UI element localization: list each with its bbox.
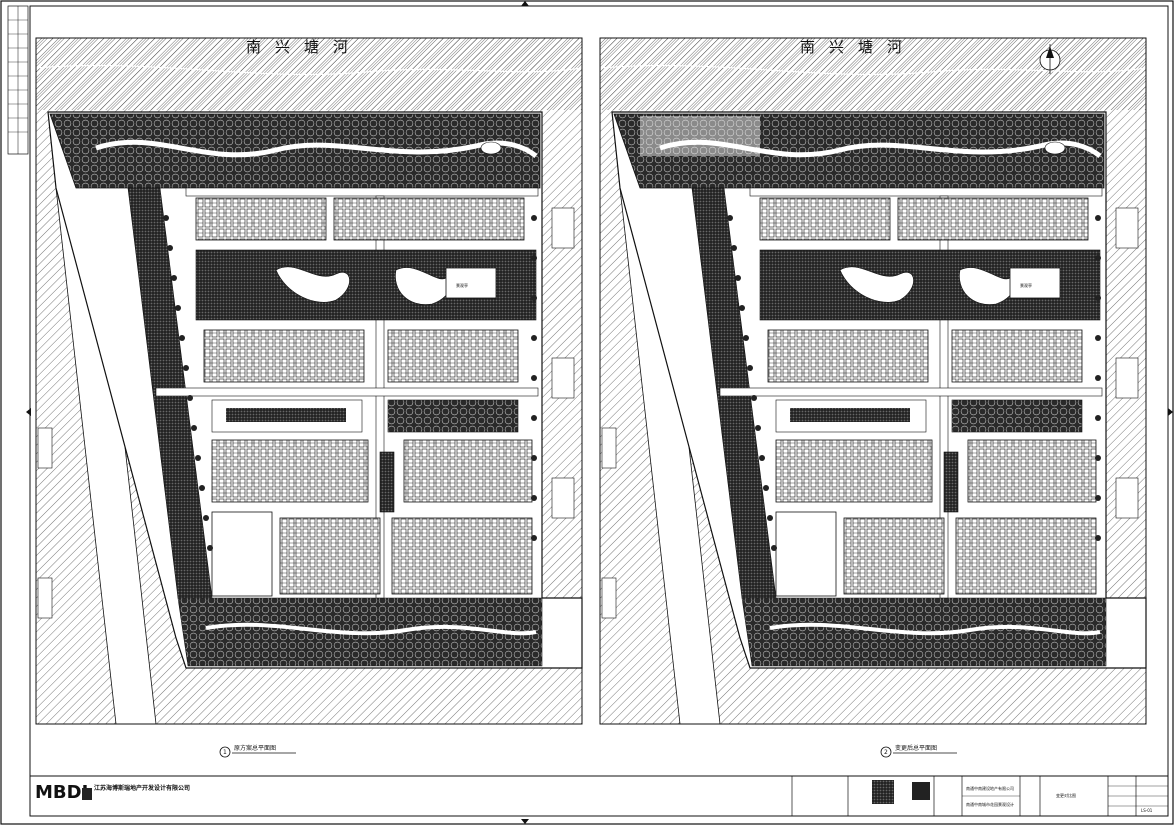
caption-revised: 2 变更后总平面图 xyxy=(880,744,957,758)
drawing-title: 变更对比图 xyxy=(1056,792,1076,798)
revision-strip xyxy=(7,5,29,155)
project-name: 南通中南建设地产有限公司 xyxy=(966,785,1014,791)
svg-text:MBDI: MBDI xyxy=(35,782,88,803)
river-label: 南兴塘河 xyxy=(246,38,362,56)
site-plan-original: 南兴塘河 景观亭 xyxy=(36,38,582,724)
company-name: 江苏海博斯瑞地产开发设计有限公司 xyxy=(94,784,190,792)
caption-text: 变更后总平面图 xyxy=(895,744,937,752)
north-arrow-icon xyxy=(1039,44,1061,74)
caption-number: 1 xyxy=(223,749,227,756)
pavilion-label: 景观亭 xyxy=(456,282,468,288)
project-subtitle: 南通中南城市花园景观设计 xyxy=(966,801,1014,807)
sheet-number: LS-01 xyxy=(1141,808,1153,813)
pavilion-label: 景观亭 xyxy=(1020,282,1032,288)
company-logo: MBDI xyxy=(34,780,92,803)
caption-original: 1 原方案总平面图 xyxy=(219,744,296,758)
title-block: MBDI 江苏海博斯瑞地产开发设计有限公司 南通中南建设地产有限公司 南通中南城… xyxy=(30,775,1168,816)
site-plan-revised: 南兴塘河 景观亭 xyxy=(600,38,1146,724)
caption-number: 2 xyxy=(884,749,888,756)
approval-stamp-icon xyxy=(872,780,930,804)
caption-text: 原方案总平面图 xyxy=(234,744,276,752)
river-label: 南兴塘河 xyxy=(800,38,916,56)
